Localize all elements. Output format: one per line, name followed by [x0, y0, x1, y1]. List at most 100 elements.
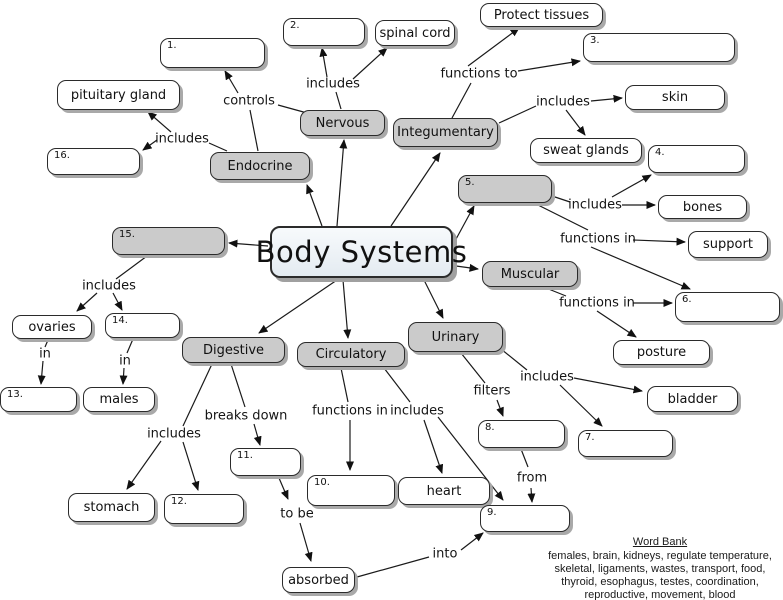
- node-absorbed-label: absorbed: [288, 572, 349, 588]
- node-males: males: [83, 387, 155, 412]
- node-spinal-cord: spinal cord: [375, 20, 455, 46]
- edge-functions-in2-posture: [596, 310, 637, 338]
- node-urinary: Urinary: [408, 322, 503, 352]
- edge-bs-urinary: [423, 279, 444, 319]
- label-includes-urinary: includes: [520, 369, 574, 385]
- edge-includes-box4: [611, 174, 652, 198]
- edge-urinary-includes: [500, 348, 528, 371]
- node-box5-label: 5.: [465, 177, 475, 188]
- node-ovaries-label: ovaries: [28, 319, 76, 335]
- node-box10: 10.: [307, 475, 395, 506]
- node-box11-label: 11.: [237, 450, 253, 461]
- edge-includes-heart: [423, 419, 444, 474]
- word-bank-title: Word Bank: [632, 536, 688, 548]
- word-bank-line: females, brain, kidneys, regulate temper…: [548, 549, 772, 562]
- edge-bs-integumentary: [390, 152, 441, 227]
- edge-integumentary-functions-to: [451, 82, 472, 119]
- node-spinal-cord-label: spinal cord: [379, 25, 451, 41]
- edge-box8-from: [520, 448, 529, 468]
- node-stomach: stomach: [68, 493, 155, 522]
- edge-includes-stomach: [126, 440, 162, 490]
- node-box13-label: 13.: [7, 389, 23, 400]
- label-in-males: in: [119, 353, 131, 369]
- node-box2: 2.: [283, 18, 365, 46]
- node-box3: 3.: [583, 33, 735, 62]
- label-includes-skeletal: includes: [568, 197, 622, 213]
- node-box6: 6.: [675, 292, 780, 322]
- label-functions-in-circulatory: functions in: [312, 403, 388, 419]
- edge-into-box9: [460, 532, 484, 551]
- node-box9: 9.: [480, 505, 570, 532]
- label-filters: filters: [473, 383, 511, 399]
- edge-circulatory-functions-in: [340, 367, 349, 403]
- node-box15-label: 15.: [119, 229, 135, 240]
- edge-box15-includes: [115, 255, 148, 280]
- node-box16: 16.: [47, 148, 140, 175]
- edge-integumentary-includes: [498, 105, 537, 124]
- edge-bs-nervous: [336, 139, 348, 227]
- node-box1: 1.: [160, 38, 265, 68]
- edge-includes-spinal-cord: [352, 47, 388, 80]
- edge-endocrine-includes: [208, 142, 228, 152]
- edge-nervous-includes: [335, 91, 342, 110]
- edge-box14-in: [126, 338, 134, 354]
- node-pituitary-gland-label: pituitary gland: [70, 87, 167, 103]
- edge-to-be-absorbed: [299, 522, 313, 562]
- edge-functions-to-protect-tissues: [467, 27, 520, 67]
- word-bank-line: skeletal, ligaments, wastes, transport, …: [554, 562, 766, 575]
- label-functions-in-support: functions in: [560, 231, 636, 247]
- edge-bs-digestive: [258, 279, 338, 334]
- node-box7: 7.: [578, 430, 673, 457]
- node-box9-label: 9.: [487, 507, 497, 518]
- edge-includes-ovaries: [76, 292, 98, 312]
- node-box12: 12.: [164, 494, 244, 524]
- node-digestive: Digestive: [182, 337, 285, 363]
- node-skin: skin: [625, 85, 725, 110]
- label-into: into: [432, 546, 458, 562]
- node-urinary-label: Urinary: [431, 329, 480, 345]
- node-endocrine: Endocrine: [210, 152, 310, 180]
- node-muscular: Muscular: [482, 261, 578, 287]
- label-controls: controls: [223, 93, 275, 109]
- edge-from-box9: [527, 487, 536, 503]
- node-body-systems-label: Body Systems: [255, 235, 468, 269]
- label-to-be: to be: [280, 506, 314, 522]
- edge-includes-box12: [182, 441, 200, 491]
- edge-urinary-filters: [460, 352, 486, 384]
- node-integumentary: Integumentary: [393, 118, 498, 147]
- edge-includes-skin: [590, 94, 623, 103]
- node-box2-label: 2.: [290, 20, 300, 31]
- label-includes-digestive: includes: [147, 426, 201, 442]
- edge-in-box13: [37, 360, 46, 385]
- edge-controls-box1: [224, 70, 239, 94]
- word-bank-line: thyroid, esophagus, testes, coordination…: [561, 575, 759, 588]
- label-functions-to: functions to: [440, 66, 518, 82]
- label-functions-in-muscular: functions in: [559, 295, 635, 311]
- node-nervous-label: Nervous: [315, 115, 370, 131]
- node-bones: bones: [658, 195, 747, 219]
- node-box12-label: 12.: [171, 496, 187, 507]
- edge-endocrine-controls: [249, 109, 259, 152]
- word-bank-line: reproductive, movement, blood: [584, 588, 736, 600]
- node-support-label: support: [703, 237, 753, 252]
- node-box6-label: 6.: [682, 294, 692, 305]
- node-box1-label: 1.: [167, 40, 177, 51]
- node-sweat-glands-label: sweat glands: [543, 143, 629, 158]
- label-includes-circulatory: includes: [390, 403, 444, 419]
- node-integumentary-label: Integumentary: [397, 125, 494, 140]
- node-posture: posture: [613, 340, 710, 365]
- node-pituitary-gland: pituitary gland: [57, 80, 180, 110]
- edge-bs-circulatory: [342, 279, 352, 339]
- node-bladder-label: bladder: [667, 391, 718, 407]
- node-box4-label: 4.: [655, 147, 665, 158]
- edge-includes-box2: [319, 47, 328, 78]
- edge-includes-pituitary: [147, 111, 172, 133]
- node-box7-label: 7.: [585, 432, 595, 443]
- label-breaks-down: breaks down: [204, 408, 288, 424]
- node-endocrine-label: Endocrine: [227, 158, 293, 174]
- node-muscular-label: Muscular: [500, 266, 560, 282]
- edge-includes-bladder: [573, 377, 643, 394]
- node-body-systems: Body Systems: [256, 226, 467, 278]
- edge-includes-box14: [112, 292, 123, 311]
